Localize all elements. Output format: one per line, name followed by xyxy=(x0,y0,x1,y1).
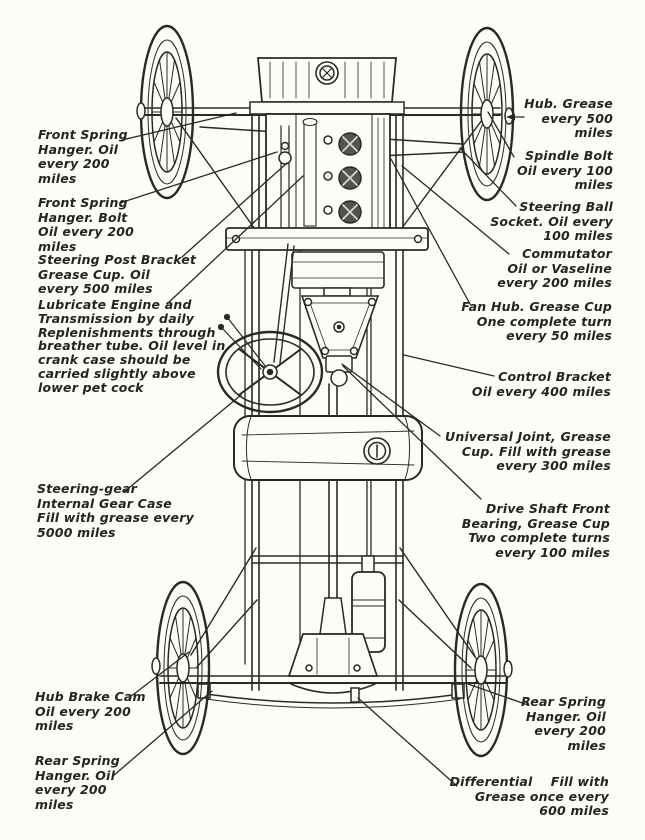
dash-crossmember xyxy=(225,227,429,251)
tank-filler-cap-icon xyxy=(363,437,391,465)
rear-left-wheel xyxy=(155,580,211,756)
muffler xyxy=(351,555,386,653)
leader-steering-ball-socket xyxy=(459,147,517,207)
differential-part xyxy=(287,633,379,703)
label-hub-grease: Hub. Grease every 500 miles xyxy=(524,96,613,141)
hub-caps xyxy=(136,102,514,678)
leader-universal-joint xyxy=(341,363,441,437)
leader-front-spring-hanger-oil xyxy=(121,112,237,141)
label-drive-shaft-front-bearing: Drive Shaft Front Bearing, Grease Cup Tw… xyxy=(461,501,610,560)
leader-control-bracket xyxy=(403,354,495,377)
leader-lubricate-engine xyxy=(166,175,304,305)
label-steering-gear: Steering-gear Internal Gear Case Fill wi… xyxy=(37,481,194,540)
leader-hub-brake-cam xyxy=(129,651,190,698)
radiator-cap-icon xyxy=(315,61,339,85)
engine xyxy=(265,113,391,239)
label-steering-post-bracket: Steering Post Bracket Grease Cup. Oil ev… xyxy=(38,252,197,297)
front-left-wheel xyxy=(139,24,195,200)
leader-drive-shaft-front-bearing xyxy=(342,365,482,500)
radiator xyxy=(249,57,405,115)
transmission xyxy=(291,251,385,359)
steering-wheel xyxy=(216,313,324,414)
universal-joint-part xyxy=(325,355,353,387)
label-rear-spring-hanger-right: Rear Spring Hanger. Oil every 200 miles xyxy=(521,694,606,753)
leader-differential xyxy=(357,697,458,787)
label-lubricate-engine: Lubricate Engine and Transmission by dai… xyxy=(38,297,226,395)
steering-column xyxy=(273,243,295,364)
label-steering-ball-socket: Steering Ball Socket. Oil every 100 mile… xyxy=(490,199,613,244)
leader-fan-hub xyxy=(390,158,471,305)
label-control-bracket: Control Bracket Oil every 400 miles xyxy=(471,369,611,399)
frame-rails xyxy=(251,105,404,691)
rear-right-wheel xyxy=(453,582,509,758)
leader-rear-spring-right xyxy=(467,683,529,706)
fuel-tank xyxy=(233,415,423,481)
leader-steering-gear xyxy=(123,394,242,493)
leader-commutator xyxy=(401,165,510,255)
cylinder-caps xyxy=(338,132,362,224)
leader-hub-grease xyxy=(506,113,525,121)
label-front-spring-hanger-oil: Front Spring Hanger. Oil every 200 miles xyxy=(38,127,128,186)
leader-rear-spring-left xyxy=(112,690,213,777)
label-universal-joint: Universal Joint, Grease Cup. Fill with g… xyxy=(445,429,611,474)
label-differential: Differential Fill with Grease once every… xyxy=(449,774,609,819)
spark-throttle-levers xyxy=(217,313,267,370)
leader-steering-post-bracket xyxy=(181,162,288,258)
breather-tube xyxy=(302,117,318,227)
label-commutator: Commutator Oil or Vaseline every 200 mil… xyxy=(497,246,612,291)
label-fan-hub: Fan Hub. Grease Cup One complete turn ev… xyxy=(461,299,612,344)
label-hub-brake-cam: Hub Brake Cam Oil every 200 miles xyxy=(35,689,146,734)
label-front-spring-hanger-bolt: Front Spring Hanger. Bolt Oil every 200 … xyxy=(38,195,135,254)
steering-post xyxy=(278,125,292,235)
leader-lines xyxy=(112,111,529,787)
label-spindle-bolt: Spindle Bolt Oil every 100 miles xyxy=(516,148,613,193)
leader-front-spring-hanger-bolt xyxy=(119,151,278,204)
leader-spindle-bolt xyxy=(487,111,515,158)
label-rear-spring-hanger-left: Rear Spring Hanger. Oil every 200 miles xyxy=(35,753,120,812)
